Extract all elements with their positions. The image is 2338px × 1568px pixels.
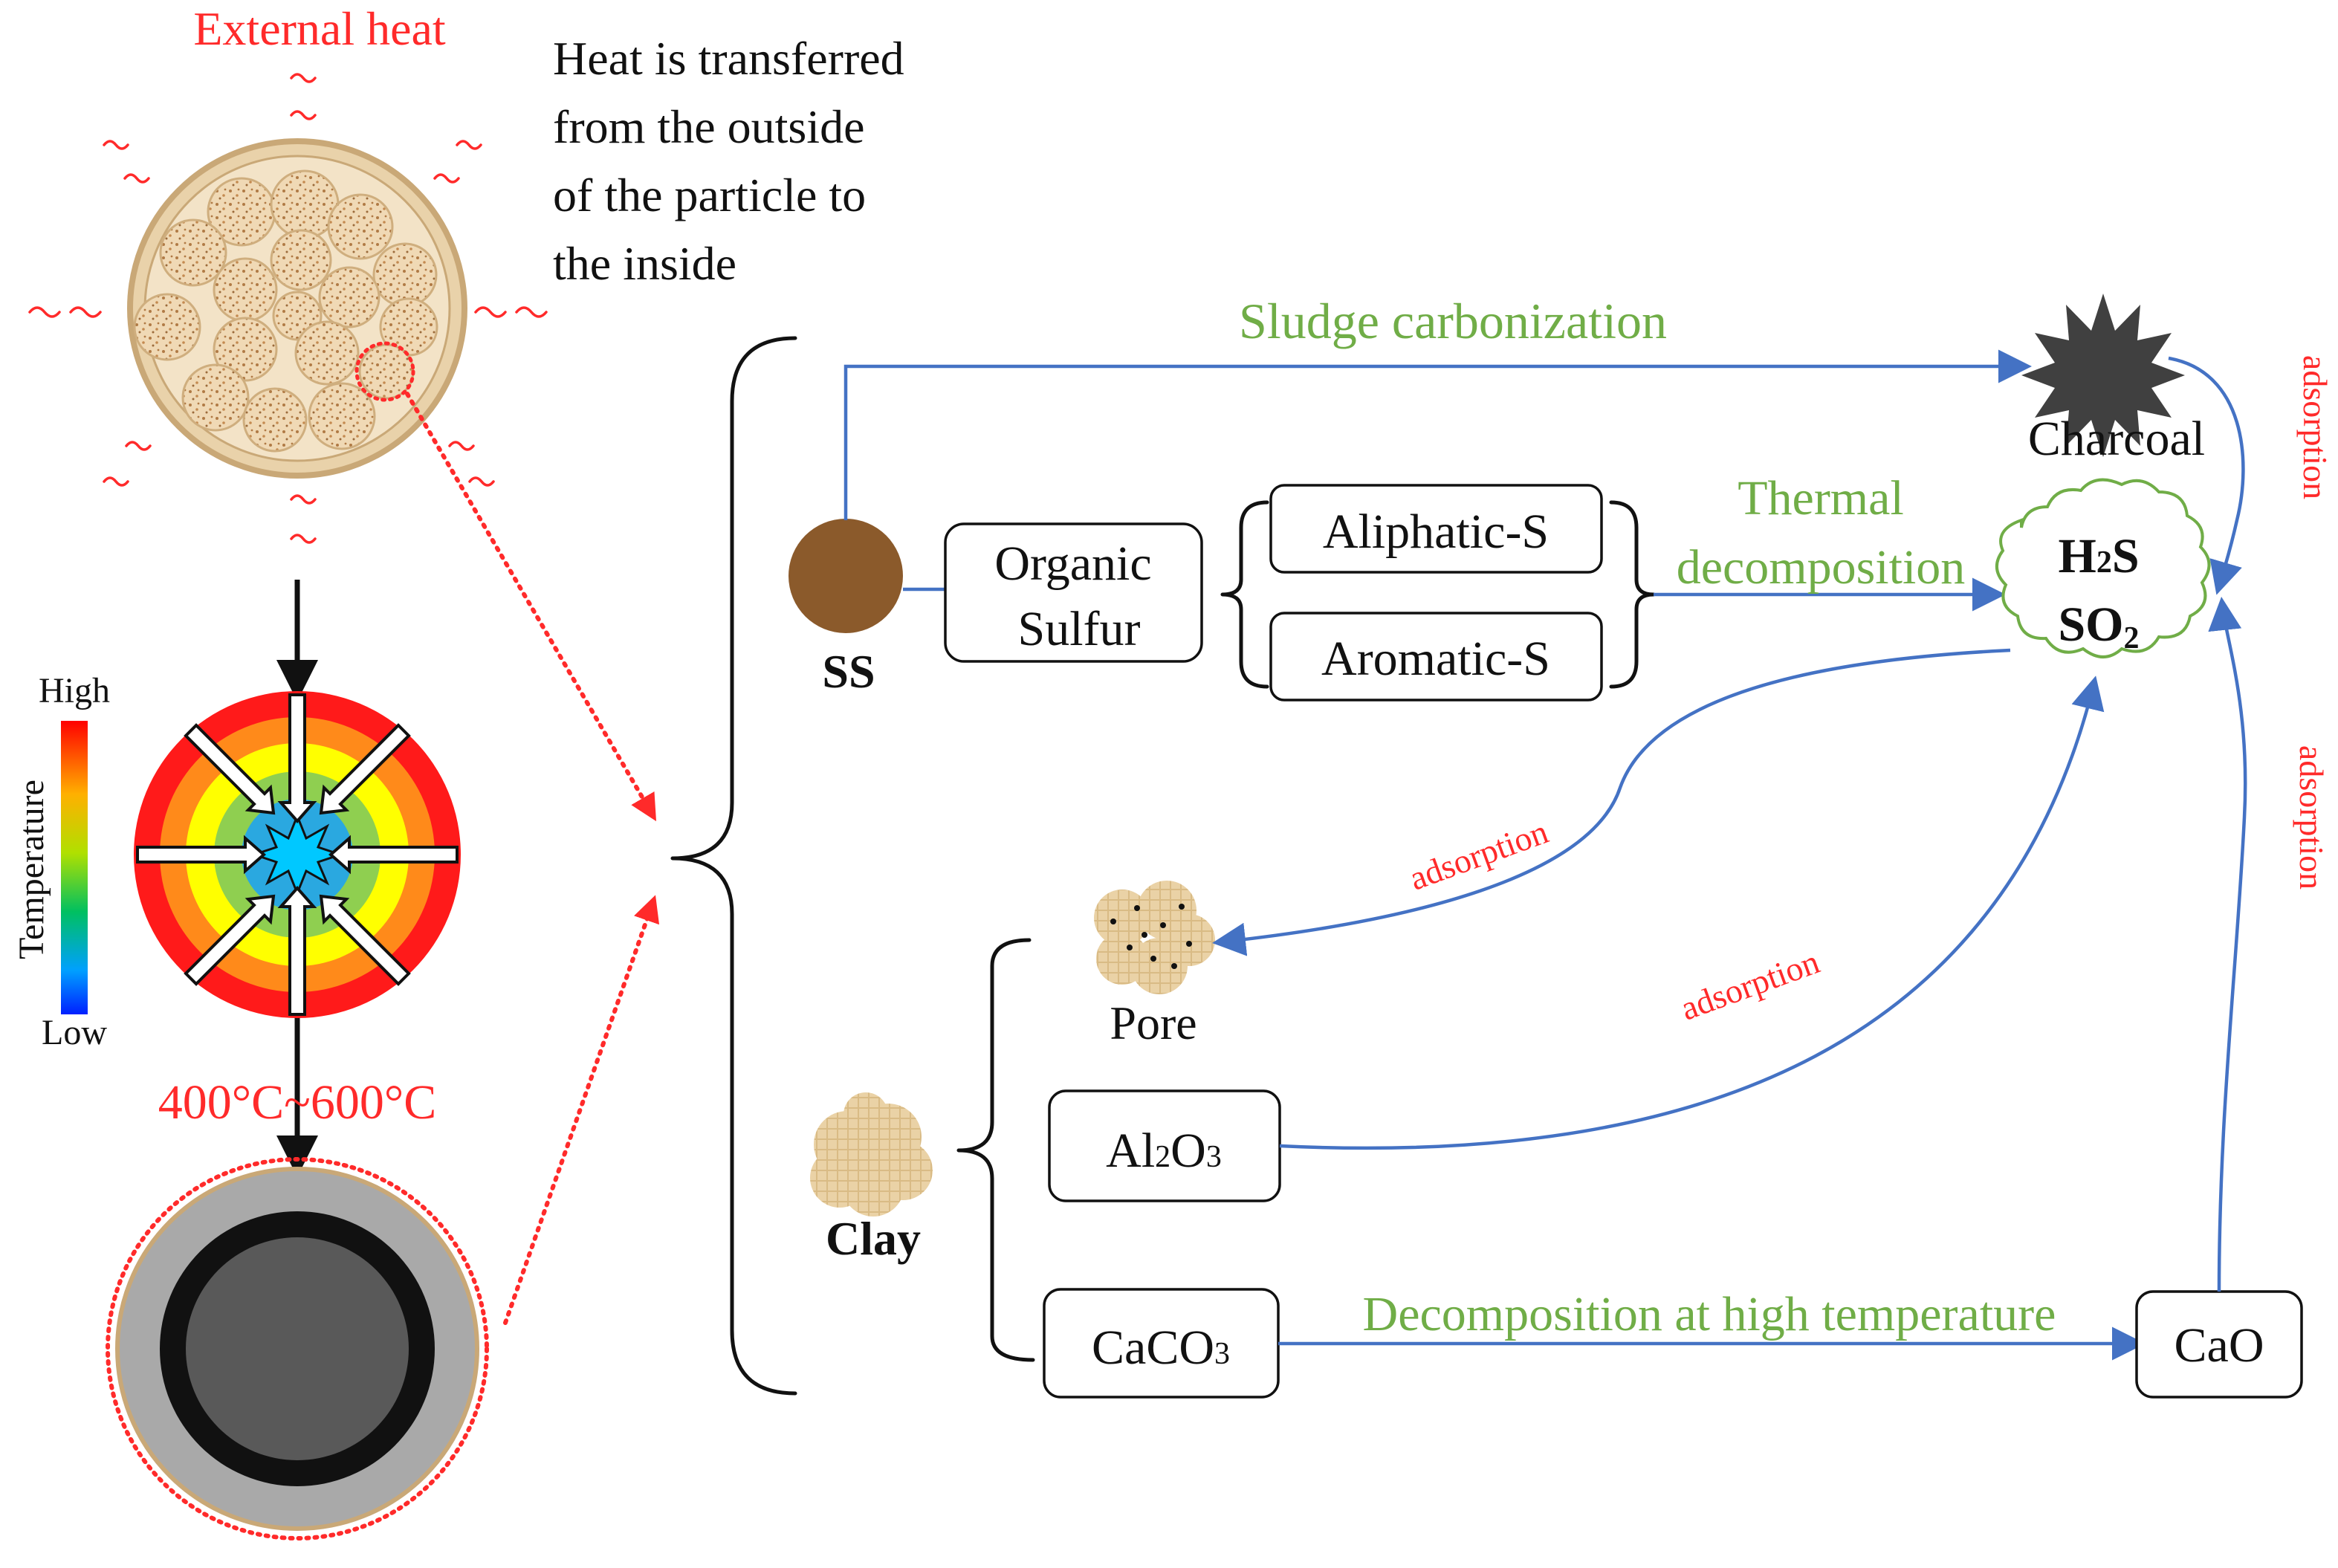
sewage-sludge-icon	[788, 519, 903, 633]
pore-label: Pore	[1110, 997, 1196, 1049]
cao-adsorption-label: adsorption	[2293, 745, 2331, 890]
h2s-label: H2S	[2058, 529, 2139, 583]
zoom-dotted-line-upper	[405, 392, 657, 822]
scale-high-label: High	[39, 671, 110, 710]
charcoal-icon	[2021, 294, 2185, 457]
sulfur-types-brace	[1220, 500, 1269, 689]
heat-transfer-line-4: the inside	[553, 237, 736, 290]
clay-brace	[956, 938, 1035, 1362]
so2-label: SO2	[2058, 597, 2139, 655]
pore-adsorption-arrow	[1212, 648, 2011, 956]
thermal-decomposition-line-2: decomposition	[1677, 540, 1966, 595]
zoom-highlight-circle	[354, 341, 415, 402]
organic-sulfur-box	[944, 522, 1203, 663]
hot-core-star-icon	[250, 812, 344, 897]
charcoal-label: Charcoal	[2028, 412, 2205, 466]
organic-sulfur-line-1: Organic	[994, 537, 1151, 591]
scale-low-label: Low	[42, 1013, 107, 1052]
charcoal-adsorption-arrow	[2168, 356, 2245, 595]
main-brace	[670, 336, 797, 1396]
temperature-color-bar	[61, 721, 88, 1014]
al2o3-label: Al2O3	[1106, 1124, 1222, 1178]
aromatic-s-box	[1269, 612, 1603, 702]
decomposition-label: Decomposition at high temperature	[1363, 1287, 2056, 1341]
heat-transfer-line-3: of the particle to	[553, 169, 866, 221]
pore-icon	[1094, 881, 1215, 994]
aromatic-s-label: Aromatic-S	[1321, 632, 1550, 686]
sludge-carbonization-label: Sludge carbonization	[1239, 293, 1667, 349]
heat-transfer-note: Heat is transferred from the outside of …	[553, 32, 904, 290]
gas-cloud-icon	[1995, 478, 2211, 658]
organic-sulfur-line-2: Sulfur	[1018, 602, 1141, 656]
closing-sulfur-brace	[1609, 500, 1656, 689]
external-heat-label: External heat	[193, 2, 446, 55]
cao-label: CaO	[2175, 1318, 2264, 1373]
aliphatic-s-label: Aliphatic-S	[1323, 505, 1549, 559]
inward-heat-arrows	[136, 693, 459, 1016]
pore-adsorption-label: adsorption	[1405, 812, 1553, 897]
carbonization-arrow	[843, 349, 2032, 520]
heat-transfer-line-2: from the outside	[553, 100, 864, 153]
caco3-label: CaCO3	[1092, 1321, 1230, 1375]
al2o3-adsorption-arrow	[1279, 676, 2105, 1150]
temperature-gradient-particle	[134, 691, 461, 1018]
zoom-dotted-line-lower	[503, 895, 660, 1325]
clay-icon	[810, 1092, 933, 1217]
aliphatic-s-box	[1269, 484, 1603, 574]
temperature-axis-label: Temperature	[12, 780, 51, 959]
cao-adsorption-arrow	[2208, 597, 2247, 1292]
temperature-range-label: 400°C~600°C	[158, 1075, 437, 1130]
heat-transfer-line-1: Heat is transferred	[553, 32, 904, 85]
carbonized-particle	[106, 1157, 489, 1541]
thermal-decomposition-line-1: Thermal	[1738, 471, 1904, 525]
ss-label: SS	[822, 645, 875, 698]
charcoal-adsorption-label: adsorption	[2296, 355, 2334, 499]
granular-particle	[127, 138, 467, 479]
heat-wave-icons	[28, 73, 548, 544]
al2o3-adsorption-label: adsorption	[1676, 942, 1824, 1027]
clay-label: Clay	[826, 1212, 921, 1265]
